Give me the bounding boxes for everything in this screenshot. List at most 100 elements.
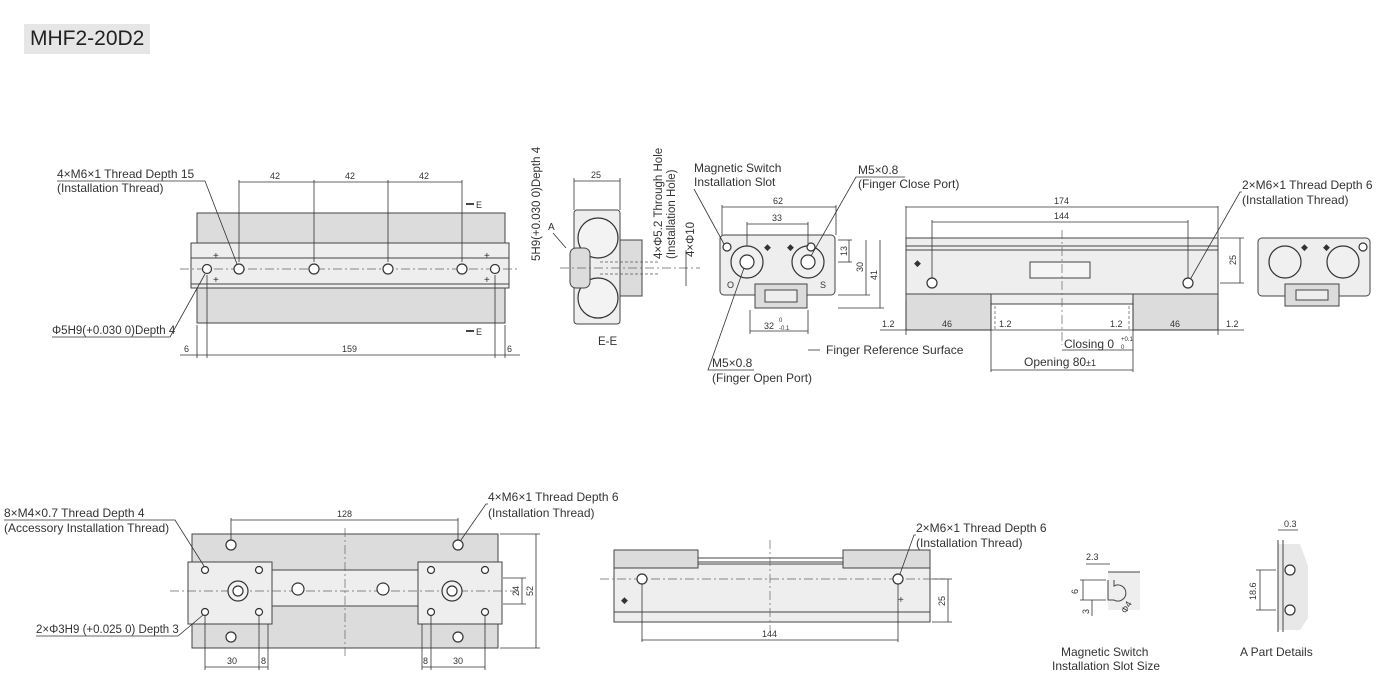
a-part-dim: 0.3 bbox=[1284, 519, 1297, 529]
section-label: E-E bbox=[598, 336, 618, 348]
port-mark: O bbox=[727, 280, 734, 290]
open-port-callout: (Finger Open Port) bbox=[712, 371, 812, 385]
bottom-dim: 8 bbox=[261, 656, 266, 666]
end-height-dim: 30 bbox=[855, 262, 865, 272]
bottom-thread-callout: 4×M6×1 Thread Depth 6 bbox=[488, 490, 619, 504]
pin-callout: 2×Φ3H9 (+0.025 0) Depth 3 bbox=[36, 624, 179, 636]
svg-text:◆: ◆ bbox=[621, 595, 628, 605]
front-thread-callout: (Installation Thread) bbox=[916, 536, 1023, 550]
end-width-dim: 62 bbox=[773, 196, 783, 206]
finger-dim: 1.2 bbox=[1226, 319, 1239, 329]
length-dim: 159 bbox=[342, 344, 357, 354]
pitch-dim: 42 bbox=[345, 171, 355, 181]
front-view: ◆ + 144 25 2×M6×1 Thread Depth 6 (Instal… bbox=[600, 521, 1047, 642]
slot-callout: 5H9(+0.030 0)Depth 4 bbox=[531, 146, 543, 261]
switch-slot-callout: Magnetic Switch bbox=[694, 161, 781, 175]
detail-mark: A bbox=[548, 222, 555, 233]
front-finger-right bbox=[842, 549, 931, 569]
a-part-detail: 0.3 18.6 A Part Details bbox=[1240, 519, 1313, 659]
counterbore-callout: 4×Φ10 bbox=[685, 222, 697, 257]
end-height-dim: 13 bbox=[839, 246, 849, 256]
port-mark: S bbox=[820, 280, 826, 290]
end-view-2: ◆ ◆ bbox=[1257, 237, 1371, 307]
front-length-dim: 144 bbox=[762, 629, 777, 639]
svg-text:+: + bbox=[213, 251, 219, 262]
bottom-height-dim: 24 bbox=[511, 586, 521, 596]
accessory-callout: (Accessory Installation Thread) bbox=[4, 521, 169, 535]
bottom-height-dim: 52 bbox=[525, 586, 535, 596]
slot-size-label: Magnetic Switch bbox=[1061, 645, 1148, 659]
pin-hole bbox=[489, 263, 501, 275]
svg-text:◆: ◆ bbox=[1301, 242, 1308, 252]
section-width-dim: 25 bbox=[591, 170, 601, 180]
svg-text:◆: ◆ bbox=[914, 258, 921, 268]
slot-size-label: Installation Slot Size bbox=[1052, 659, 1160, 673]
finger-dim: 46 bbox=[942, 319, 952, 329]
side-finger-right bbox=[1132, 293, 1219, 331]
svg-text:+: + bbox=[213, 275, 219, 286]
close-port-callout: M5×0.8 bbox=[858, 163, 899, 177]
length-dim: 6 bbox=[507, 344, 512, 354]
end-view: ◆ ◆ O S 62 33 13 30 41 32 0 -0.1 Magneti… bbox=[693, 161, 959, 385]
bottom-dim: 30 bbox=[453, 656, 463, 666]
opening-tol: ±1 bbox=[1086, 358, 1096, 368]
side-thread-callout: 2×M6×1 Thread Depth 6 bbox=[1242, 178, 1373, 192]
bottom-dim: 30 bbox=[227, 656, 237, 666]
thread-hole bbox=[308, 263, 320, 275]
finger-dim: 1.2 bbox=[999, 319, 1012, 329]
thread-hole bbox=[233, 263, 245, 275]
svg-text:◆: ◆ bbox=[787, 242, 794, 252]
thread-hole bbox=[382, 263, 394, 275]
front-thread-callout: 2×M6×1 Thread Depth 6 bbox=[916, 521, 1047, 535]
front-height-dim: 25 bbox=[937, 596, 947, 606]
end-bottom-tol: -0.1 bbox=[779, 326, 790, 332]
side-length-dim: 174 bbox=[1054, 196, 1069, 206]
side-height-dim: 25 bbox=[1228, 255, 1238, 265]
bottom-view: 128 24 52 30 8 8 30 8×M4×0.7 Thread Dept… bbox=[4, 490, 619, 670]
pin-hole-callout: Φ5H9(+0.030 0)Depth 4 bbox=[52, 325, 176, 337]
close-port-callout: (Finger Close Port) bbox=[858, 177, 959, 191]
bottom-thread-callout: (Installation Thread) bbox=[488, 506, 595, 520]
svg-text:◆: ◆ bbox=[764, 242, 771, 252]
slot-dim: 2.3 bbox=[1086, 552, 1099, 562]
top-view-rail bbox=[190, 242, 510, 289]
pitch-dim: 42 bbox=[419, 171, 429, 181]
finger-dim: 1.2 bbox=[1110, 319, 1123, 329]
slot-dim: 6 bbox=[1070, 589, 1080, 594]
hole-callout: (Installation Hole) bbox=[666, 169, 678, 259]
reference-label: Finger Reference Surface bbox=[826, 343, 964, 357]
bottom-dim: 8 bbox=[423, 656, 428, 666]
a-part-label: A Part Details bbox=[1240, 645, 1313, 659]
end-height-dim: 41 bbox=[869, 270, 879, 280]
opening-label: Opening 80 bbox=[1024, 355, 1086, 369]
pin-hole bbox=[201, 263, 213, 275]
end-bottom-tol: 0 bbox=[779, 318, 783, 324]
model-title: MHF2-20D2 bbox=[24, 24, 151, 54]
side-thread-callout: (Installation Thread) bbox=[1242, 193, 1349, 207]
front-view-body bbox=[613, 563, 931, 623]
finger-dim: 46 bbox=[1170, 319, 1180, 329]
pitch-dim: 42 bbox=[270, 171, 280, 181]
thread-callout: 4×M6×1 Thread Depth 15 bbox=[57, 167, 195, 181]
hole-callout: 4×Φ5.2 Through Hole bbox=[653, 148, 665, 259]
closing-label: Closing 0 bbox=[1064, 337, 1114, 351]
svg-text:+: + bbox=[484, 275, 490, 286]
thread-callout: (Installation Thread) bbox=[57, 181, 164, 195]
closing-tol: +0.1 bbox=[1121, 337, 1134, 343]
accessory-callout: 8×M4×0.7 Thread Depth 4 bbox=[4, 506, 145, 520]
svg-text:+: + bbox=[484, 251, 490, 262]
section-view: 25 A E-E 5H9(+0.030 0)Depth 4 4×Φ5.2 Thr… bbox=[531, 146, 700, 348]
slot-dim: 3 bbox=[1081, 609, 1091, 614]
length-dim: 6 bbox=[184, 344, 189, 354]
slot-size-detail: 2.3 6 3 Φ4 Magnetic Switch Installation … bbox=[1052, 552, 1160, 673]
side-length-dim: 144 bbox=[1054, 211, 1069, 221]
a-part-dim: 18.6 bbox=[1248, 582, 1258, 600]
front-finger-left bbox=[613, 549, 699, 569]
svg-text:◆: ◆ bbox=[1323, 242, 1330, 252]
side-finger-left bbox=[905, 293, 992, 331]
end-bottom-dim: 32 bbox=[764, 321, 774, 331]
side-view: ◆ 174 144 25 1.2 46 1.2 1.2 46 1.2 Finge… bbox=[808, 178, 1373, 372]
thread-hole bbox=[456, 263, 468, 275]
closing-tol: 0 bbox=[1121, 345, 1125, 351]
